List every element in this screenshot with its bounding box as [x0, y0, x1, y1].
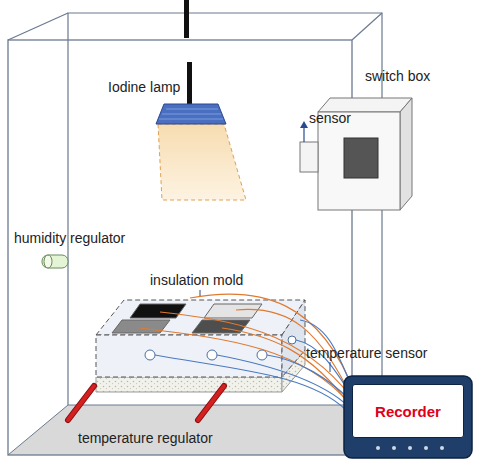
sensor-label: sensor: [309, 110, 351, 126]
humidity-regulator-label: humidity regulator: [14, 230, 125, 246]
switch-box-label: switch box: [365, 68, 430, 84]
temperature-sensor-label: temperature sensor: [306, 345, 427, 361]
node-text: Recorder: [375, 403, 441, 420]
temperature-regulator-label: temperature regulator: [78, 430, 213, 446]
lamp-label: Iodine lamp: [108, 79, 180, 95]
insulation-mold-label: insulation mold: [150, 272, 243, 288]
recorder-screen: Recorder: [352, 384, 464, 438]
